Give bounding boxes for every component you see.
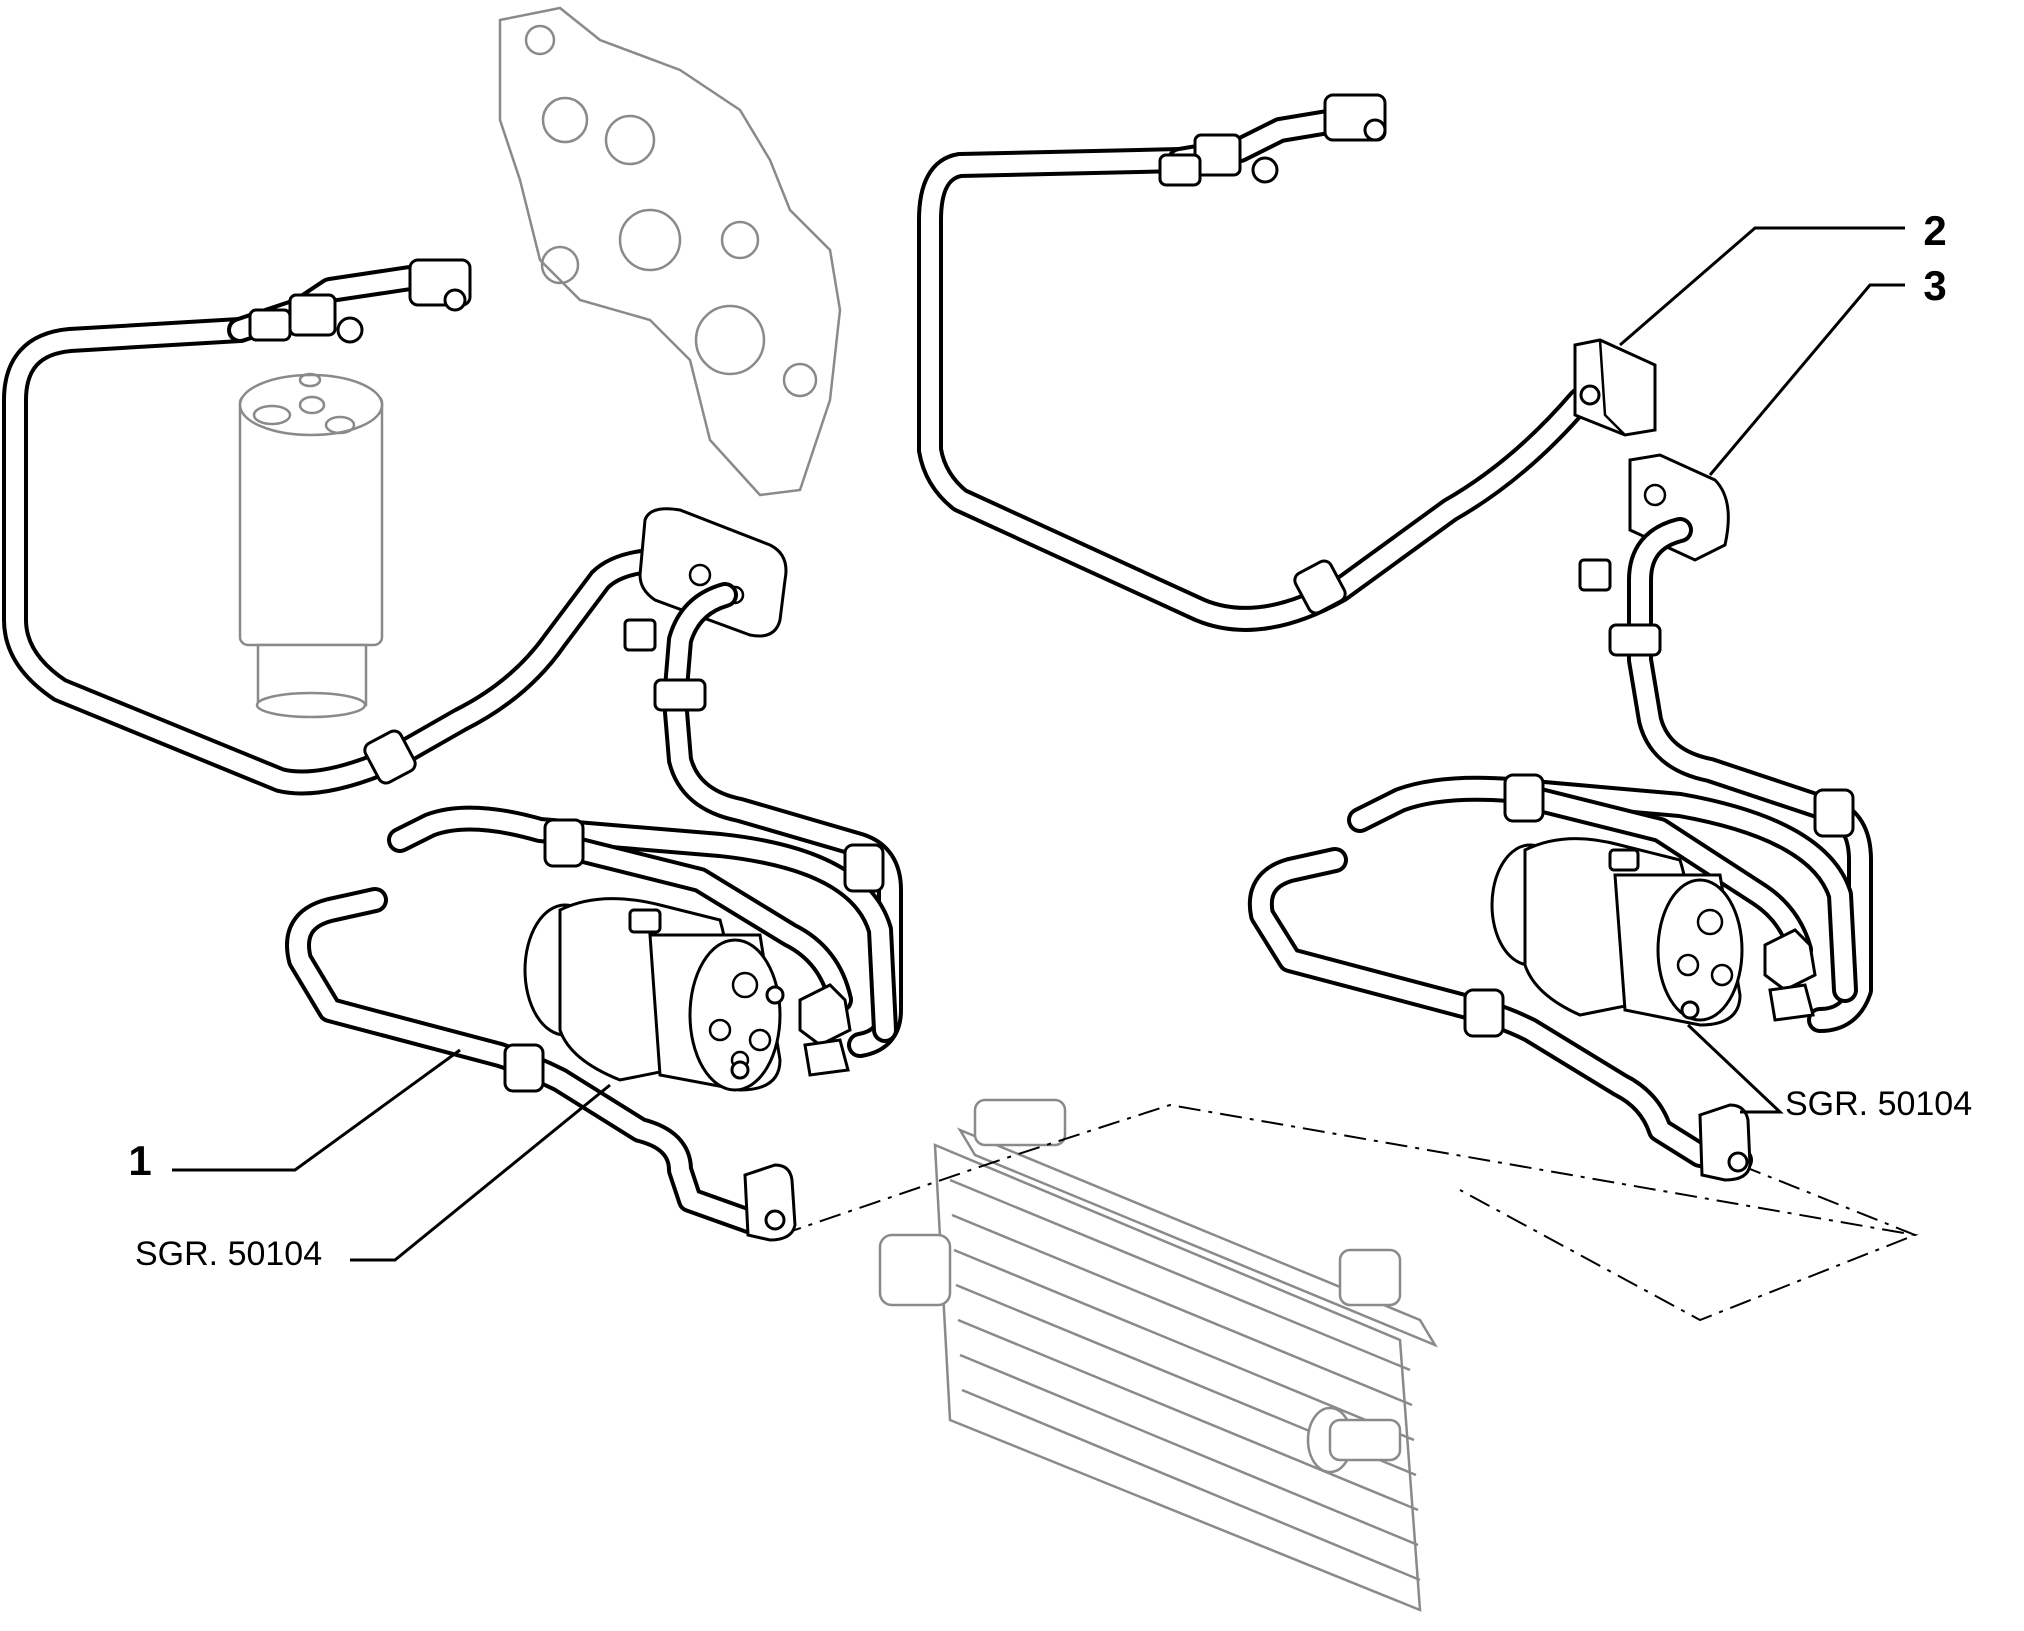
leader-lines [172,226,1905,1262]
callout-1: 1 [128,1137,151,1184]
engine-bracket-ghost [498,6,842,497]
reference-left: SGR. 50104 [135,1235,322,1273]
condenser-ghost [878,1098,1439,1612]
right-compressor [1490,837,1744,1027]
assembly-dashlines [779,1103,1919,1322]
reference-right: SGR. 50104 [1785,1085,1972,1123]
callout-2: 2 [1923,207,1946,254]
receiver-drier-ghost [238,372,384,719]
right-hose-assembly [917,93,1873,1182]
left-compressor [523,897,785,1092]
callout-3: 3 [1923,262,1946,309]
left-hose-assembly [2,258,903,1242]
